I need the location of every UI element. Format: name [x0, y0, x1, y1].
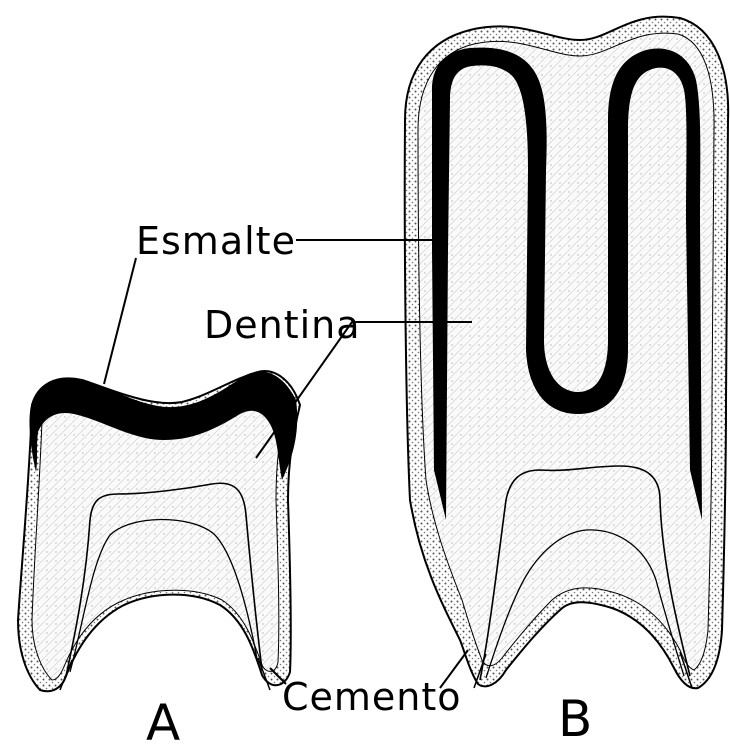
dentina-label: Dentina	[204, 306, 361, 344]
tooth-b-dentin	[418, 33, 714, 670]
esmalte-leader-to-a	[104, 258, 136, 384]
panel-label-b: B	[558, 694, 592, 744]
panel-label-a: A	[146, 698, 180, 748]
cemento-label: Cemento	[282, 678, 462, 716]
tooth-b	[405, 17, 728, 689]
tooth-a	[18, 371, 300, 691]
esmalte-label: Esmalte	[136, 222, 296, 260]
